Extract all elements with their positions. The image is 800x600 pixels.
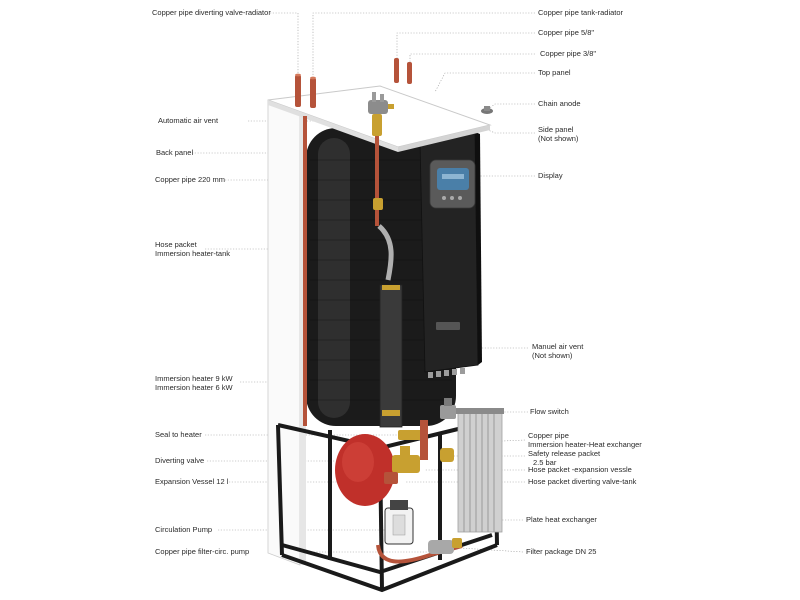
circulation-pump	[384, 500, 414, 545]
label-diverting-valve: Diverting valve	[155, 456, 205, 465]
label-immersion-heater: Immersion heater 9 kW Immersion heater 6…	[155, 374, 233, 392]
label-pipe-diverting-valve-radiator: Copper pipe diverting valve-radiator	[152, 8, 271, 17]
label-safety-release-line1: Safety release packet	[528, 449, 601, 458]
label-chain-anode: Chain anode	[538, 99, 581, 108]
flow-switch	[440, 398, 456, 419]
label-flow-switch: Flow switch	[530, 407, 569, 416]
label-automatic-air-vent: Automatic air vent	[158, 116, 219, 125]
label-manual-air-vent-line2: (Not shown)	[532, 351, 573, 360]
label-hose-diverting-valve-tank: Hose packet diverting valve-tank	[528, 477, 637, 486]
safety-release	[440, 448, 454, 462]
label-pipe-3-8: Copper pipe 3/8"	[540, 49, 597, 58]
label-circulation-pump: Circulation Pump	[155, 525, 213, 534]
label-hose-packet: Hose packet Immersion heater-tank	[155, 240, 230, 258]
label-filter-package: Filter package DN 25	[526, 547, 597, 556]
control-box-connectors	[428, 368, 465, 378]
back-panel	[267, 99, 306, 566]
filter-package	[428, 538, 462, 554]
label-safety-release-line2: 2.5 bar	[533, 458, 557, 467]
label-expansion-vessel: Expansion Vessel 12 l	[155, 477, 229, 486]
label-seal-to-heater: Seal to heater	[155, 430, 202, 439]
copper-pipe-filter-pump	[376, 544, 463, 564]
label-copper-pipe-220: Copper pipe 220 mm	[155, 175, 226, 184]
label-immersion-heater-line1: Immersion heater 9 kW	[155, 374, 233, 383]
label-copper-pipe-he-line2: Immersion heater-Heat exchanger	[528, 440, 642, 449]
label-side-panel-line2: (Not shown)	[538, 134, 579, 143]
diverting-valve	[384, 446, 420, 484]
label-display: Display	[538, 171, 563, 180]
copper-pipe-220	[303, 116, 307, 426]
label-hose-packet-line1: Hose packet	[155, 240, 197, 249]
label-immersion-heater-line2: Immersion heater 6 kW	[155, 383, 233, 392]
label-pipe-tank-radiator: Copper pipe tank-radiator	[538, 8, 624, 17]
label-pipe-5-8: Copper pipe 5/8"	[538, 28, 595, 37]
label-side-panel-line1: Side panel	[538, 125, 574, 134]
label-pipe-filter-circ-pump: Copper pipe filter-circ. pump	[155, 547, 250, 556]
label-hose-expansion-vessel: Hose packet -expansion vessle	[528, 465, 632, 474]
immersion-heater	[379, 284, 403, 428]
label-manual-air-vent-line1: Manuel air vent	[532, 342, 584, 351]
copper-pipe-he	[420, 420, 428, 460]
label-copper-pipe-he: Copper pipe Immersion heater-Heat exchan…	[528, 431, 642, 449]
hose-packet-immersion	[377, 224, 394, 281]
display-unit	[429, 159, 476, 209]
label-back-panel: Back panel	[156, 148, 194, 157]
label-top-panel: Top panel	[538, 68, 571, 77]
label-hose-packet-line2: Immersion heater-tank	[155, 249, 231, 258]
plate-heat-exchanger	[456, 408, 504, 533]
automatic-air-vent	[368, 92, 394, 136]
copper-pipes-top	[295, 58, 412, 108]
label-copper-pipe-he-line1: Copper pipe	[528, 431, 569, 440]
copper-pipe-center	[375, 136, 379, 226]
label-safety-release: Safety release packet 2.5 bar	[528, 449, 600, 467]
label-side-panel: Side panel (Not shown)	[538, 125, 578, 143]
label-manual-air-vent: Manuel air vent (Not shown)	[532, 342, 583, 360]
label-plate-heat-exchanger: Plate heat exchanger	[526, 515, 597, 524]
expansion-vessel	[335, 434, 395, 506]
